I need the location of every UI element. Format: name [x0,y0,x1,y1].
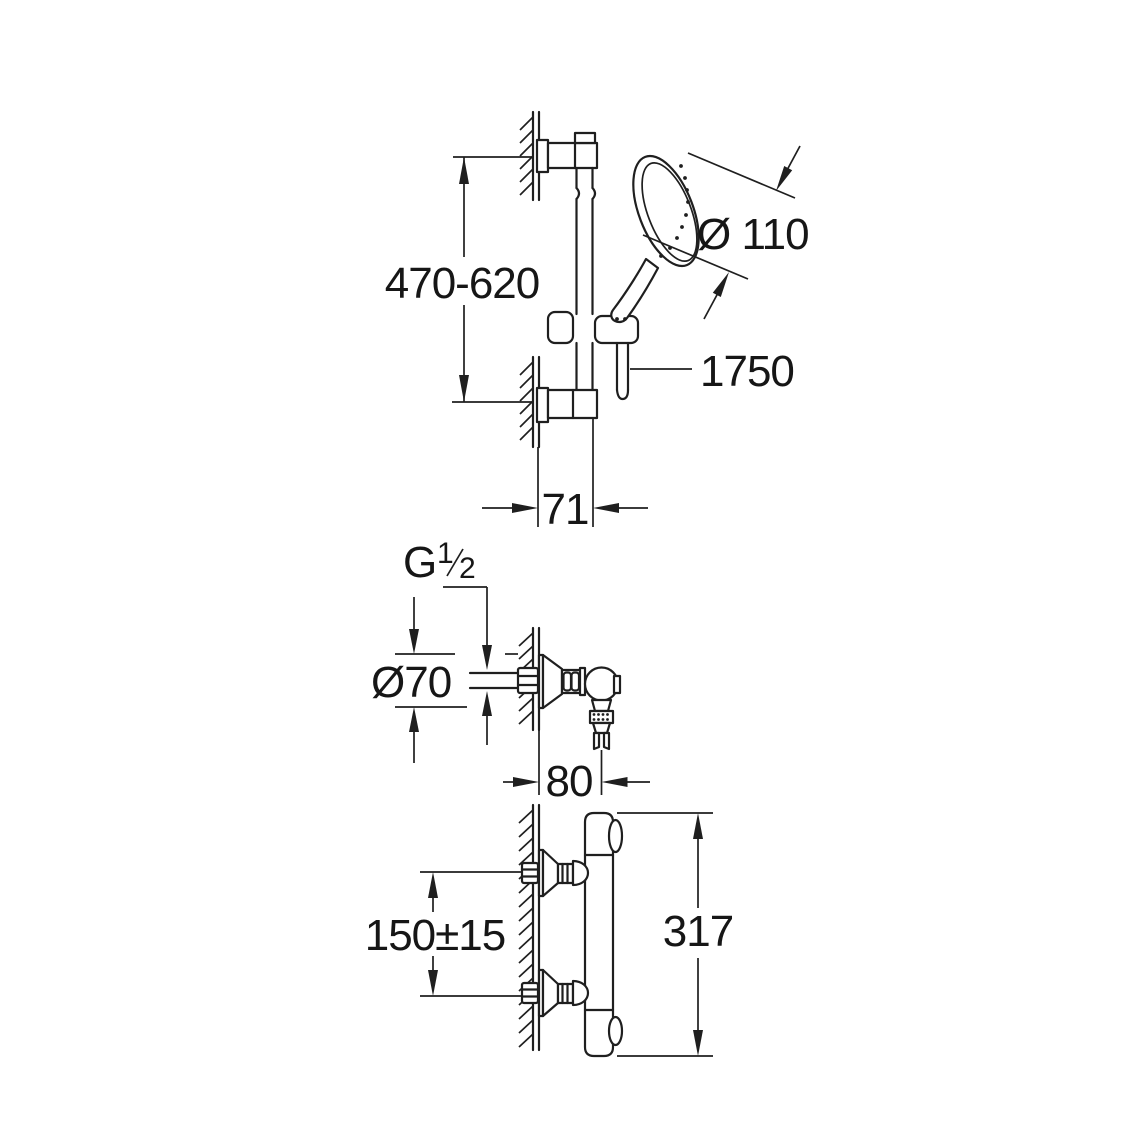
shower-rail [575,166,597,392]
hose-outlet [592,731,601,751]
pipe-hex-nut [516,666,540,695]
hand-shower-spray-dots [659,164,690,258]
arrow-down [428,970,438,996]
arrow-up [409,707,419,732]
figure-thermostat-mixer: 150±15 317 [365,803,734,1058]
dimension-hose-length: 1750 [630,347,795,396]
arrow-down [459,375,469,402]
label-mixer-height: 317 [663,907,733,956]
knurl-dots [592,713,609,721]
wall-hex-nut [520,861,540,885]
arrow-down [409,629,419,654]
arrow-up [482,691,492,716]
fraction-slash [446,548,464,577]
label-inlet-spacing: 150±15 [365,911,506,960]
figure-wall-union: G 1 2 Ø70 [371,537,650,806]
wall-hex-nut [520,981,540,1005]
label-hose-length: 1750 [700,347,794,396]
dimension-inlet-spacing: 150±15 [365,871,522,997]
thread-dimension-lines [443,586,492,745]
arrow-up [459,157,469,184]
thread-size-label: G 1 2 [403,537,476,587]
label-thread-denominator: 2 [459,552,476,585]
label-bracket-span: 470-620 [385,259,539,308]
rail-bottom-bracket [535,386,599,424]
hand-shower-handle [610,257,660,324]
escutcheon-cone [541,653,564,710]
handle-knob-top [607,818,624,854]
handle-knob-bottom [607,1015,624,1047]
inlet-dome-top [571,859,590,887]
mixer-body [571,811,624,1058]
arrow-up [428,872,438,898]
label-thread-numerator: 1 [437,537,454,570]
rail-top-bracket [535,131,599,174]
label-rail-wall-offset: 71 [542,485,589,534]
arrow-right [513,777,539,787]
escutcheon-cone [541,968,560,1018]
label-union-wall-offset: 80 [546,757,593,806]
inlet-dome-bottom [571,979,590,1007]
arrow-left [601,777,628,787]
arrow-right [512,503,538,513]
hose-coupling-nut [588,709,615,725]
label-head-diameter: Ø 110 [697,210,809,259]
wall-section-top [519,110,541,202]
dimension-escutcheon-diameter: Ø70 [371,597,518,763]
escutcheon-cone [541,848,560,898]
label-thread-g: G [403,538,436,587]
dimension-rail-wall-offset: 71 [482,418,648,534]
label-escutcheon-diameter: Ø70 [371,658,451,707]
hand-shower-face-rim [641,161,698,263]
union-body [537,653,622,751]
supply-pipe [468,666,540,695]
arrow-to-head-bottom [712,272,729,297]
dimension-mixer-height: 317 [617,812,734,1057]
dimension-union-wall-offset: 80 [503,730,650,806]
dimension-head-diameter: Ø 110 [642,145,810,320]
inlet-connection-bottom [520,968,575,1018]
inlet-connection-top [520,848,575,898]
dimension-bracket-span: 470-620 [385,156,540,403]
arrow-down [693,1030,703,1056]
arrow-up [693,813,703,839]
wall-section-mixer [518,803,541,1052]
arrow-left [593,503,619,513]
figure-shower-rail-set: 470-620 Ø 110 1750 71 [385,110,810,534]
shower-hose [615,341,630,401]
rail-glide-holder [546,310,640,345]
arrow-down [482,645,492,670]
arrow-to-head-top [776,166,793,191]
